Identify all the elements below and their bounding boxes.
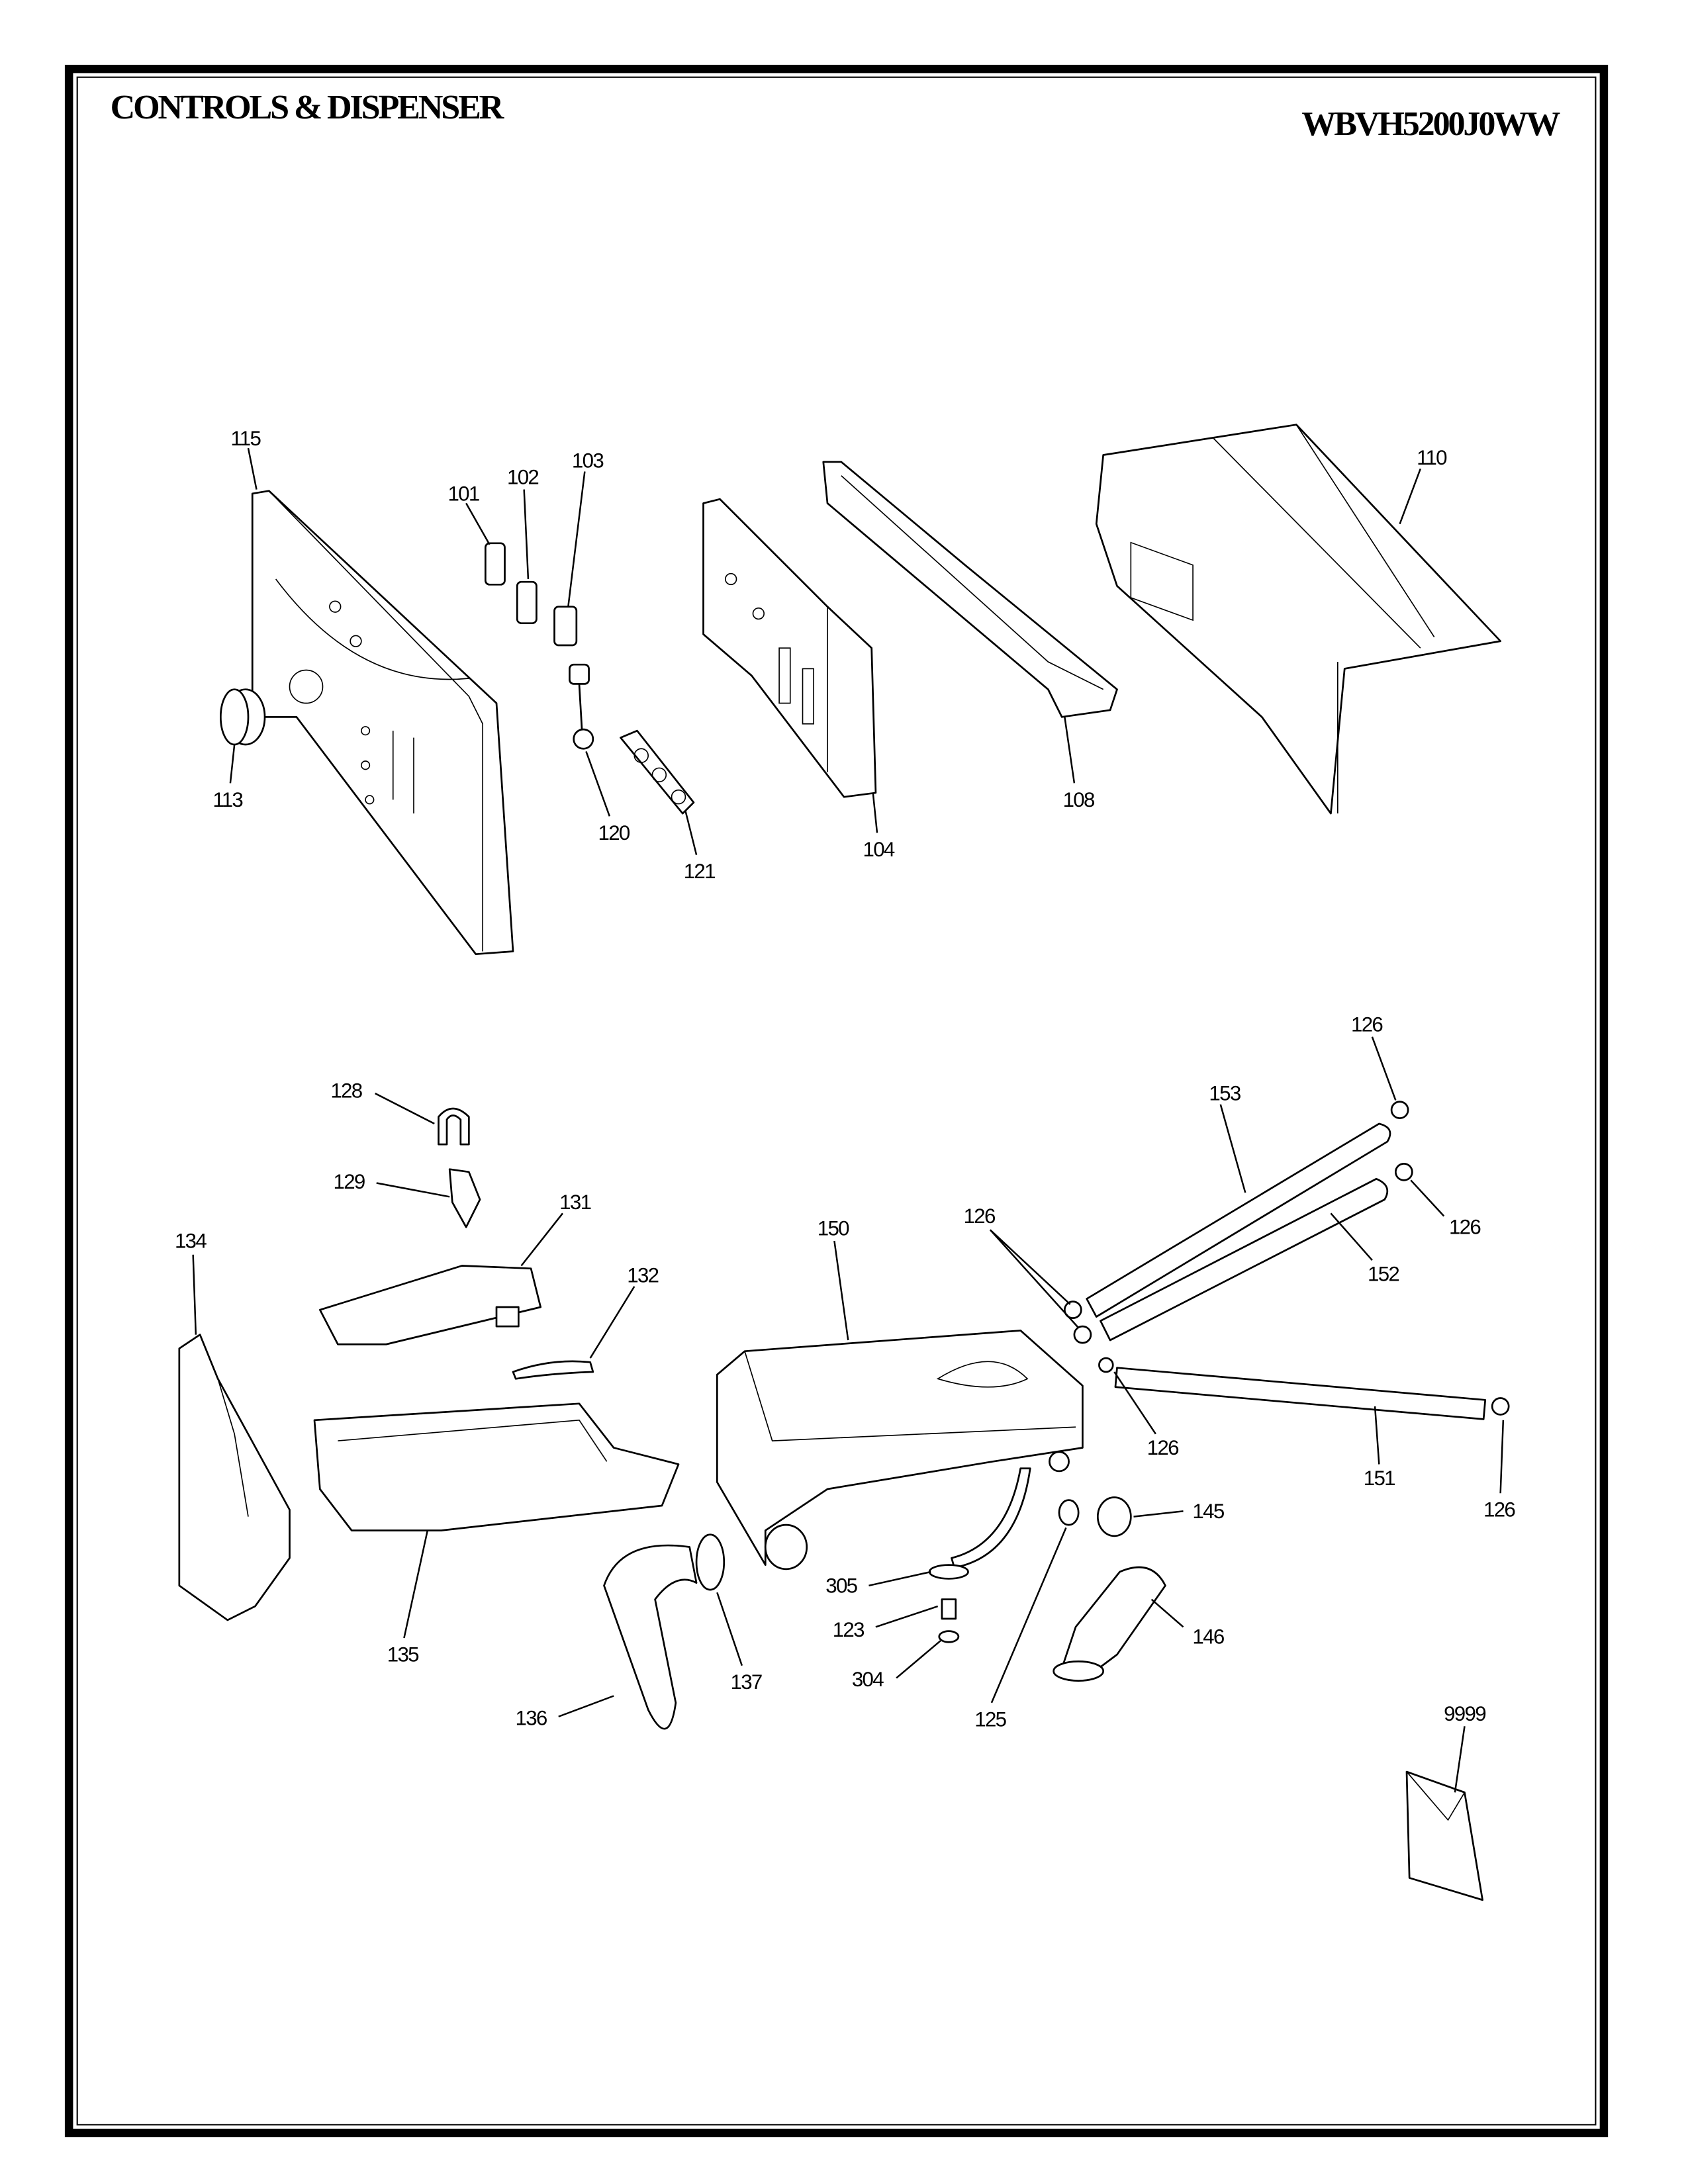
label-129: 129 bbox=[334, 1170, 365, 1193]
label-102: 102 bbox=[507, 465, 538, 488]
label-9999: 9999 bbox=[1444, 1702, 1485, 1725]
label-146: 146 bbox=[1192, 1625, 1223, 1648]
label-131: 131 bbox=[559, 1191, 590, 1214]
part-108-bracket bbox=[822, 461, 1118, 718]
part-137-ring bbox=[695, 1533, 726, 1591]
label-113: 113 bbox=[212, 788, 242, 811]
model-number: WBVH5200J0WW bbox=[1301, 105, 1560, 143]
label-108: 108 bbox=[1063, 788, 1095, 811]
label-137: 137 bbox=[731, 1670, 762, 1694]
part-305-123-304-drain bbox=[928, 1467, 1031, 1643]
part-labels: 115 101 102 103 110 113 120 121 104 108 … bbox=[175, 427, 1516, 1731]
part-146-elbow bbox=[1053, 1566, 1166, 1682]
label-132: 132 bbox=[627, 1264, 658, 1287]
label-305: 305 bbox=[825, 1574, 857, 1597]
label-115: 115 bbox=[230, 427, 261, 450]
label-151: 151 bbox=[1364, 1467, 1395, 1490]
label-103: 103 bbox=[572, 449, 603, 472]
label-121: 121 bbox=[684, 860, 715, 883]
part-126-clamps bbox=[1063, 1101, 1510, 1416]
label-126: 126 bbox=[1147, 1436, 1178, 1459]
label-153: 153 bbox=[1209, 1082, 1240, 1105]
label-134: 134 bbox=[175, 1229, 207, 1252]
part-150-dispenser-housing bbox=[716, 1330, 1084, 1570]
label-125: 125 bbox=[974, 1707, 1006, 1731]
part-115-control-panel bbox=[251, 490, 514, 956]
part-110-top-cover bbox=[1095, 424, 1502, 815]
label-145: 145 bbox=[1192, 1500, 1224, 1523]
part-128-clip bbox=[438, 1107, 470, 1146]
page-border bbox=[64, 64, 1609, 2138]
part-153-152-hoses bbox=[1086, 1122, 1391, 1342]
label-123: 123 bbox=[833, 1618, 864, 1641]
part-136-hose bbox=[603, 1544, 698, 1730]
label-126: 126 bbox=[1483, 1498, 1515, 1522]
label-101: 101 bbox=[447, 482, 479, 505]
part-104-control-board bbox=[702, 498, 877, 798]
part-135-dispenser-drawer bbox=[313, 1402, 680, 1531]
leader-lines bbox=[192, 447, 1505, 1793]
label-136: 136 bbox=[516, 1706, 547, 1729]
label-104: 104 bbox=[863, 838, 895, 861]
part-134-panel bbox=[178, 1334, 291, 1621]
label-126: 126 bbox=[1449, 1216, 1480, 1239]
part-120-led-harness bbox=[569, 663, 594, 750]
part-132-handle bbox=[512, 1360, 594, 1380]
part-129-siphon bbox=[448, 1168, 481, 1228]
part-121-board bbox=[620, 729, 695, 815]
label-128: 128 bbox=[330, 1079, 362, 1102]
label-126: 126 bbox=[1351, 1013, 1382, 1036]
label-110: 110 bbox=[1417, 446, 1447, 469]
label-120: 120 bbox=[598, 821, 630, 844]
label-304: 304 bbox=[852, 1668, 884, 1691]
part-125-145-caps bbox=[1058, 1496, 1132, 1537]
part-101-102-103-switches bbox=[484, 542, 578, 647]
part-131-drawer-lid bbox=[318, 1265, 542, 1345]
label-152: 152 bbox=[1368, 1262, 1399, 1285]
label-126: 126 bbox=[964, 1205, 995, 1228]
part-113-knob bbox=[219, 688, 266, 746]
label-150: 150 bbox=[818, 1217, 849, 1240]
label-135: 135 bbox=[387, 1643, 419, 1666]
part-151-hose bbox=[1114, 1367, 1487, 1420]
page-title: CONTROLS & DISPENSER bbox=[111, 89, 505, 126]
part-9999-manual bbox=[1405, 1770, 1483, 1901]
